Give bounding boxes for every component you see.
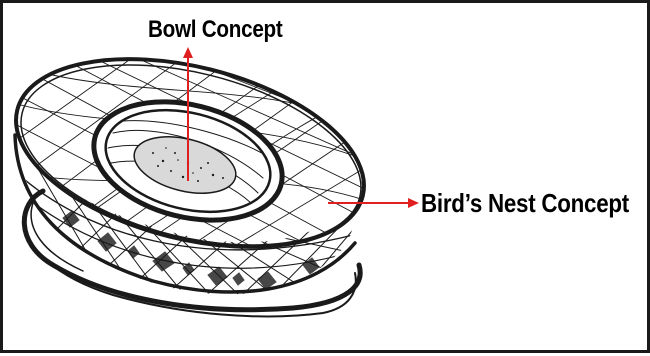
birds-nest-concept-label: Bird’s Nest Concept: [421, 188, 629, 219]
bowl-concept-label: Bowl Concept: [148, 16, 283, 44]
stadium-sketch: [3, 3, 650, 356]
